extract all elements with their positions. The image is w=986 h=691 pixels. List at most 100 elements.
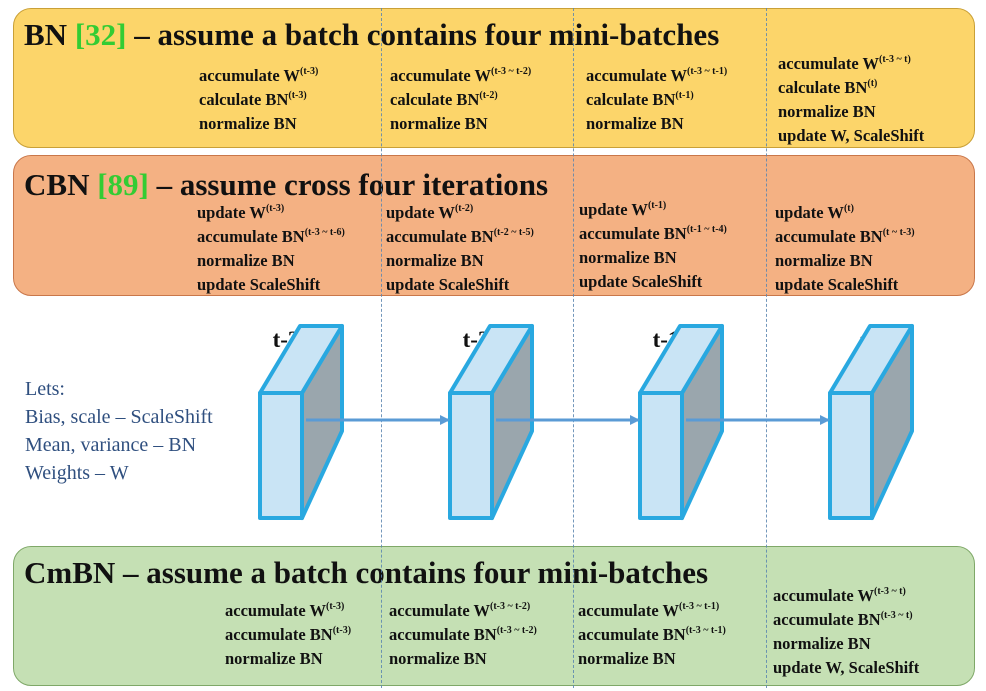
frame-front-face (258, 391, 304, 520)
feature-map-t-1 (638, 324, 724, 520)
step-line: accumulate W(t-3 ~ t-1) (586, 66, 728, 85)
cbn-citation: [89] (97, 167, 149, 202)
step-line: accumulate BN(t-1 ~ t-4) (579, 224, 727, 243)
legend-line: Mean, variance – BN (25, 434, 197, 456)
step-superscript: (t) (867, 78, 878, 89)
step-line: update ScaleShift (386, 275, 510, 294)
cbn-step-col-4: update W(t) accumulate BN(t ~ t-3) normali… (775, 201, 915, 297)
step-line: normalize BN (773, 634, 871, 653)
step-line: update W, ScaleShift (773, 658, 920, 677)
step-line: calculate BN(t) (778, 78, 878, 97)
step-line: normalize BN (389, 649, 487, 668)
step-line: update W(t-2) (386, 203, 474, 222)
frame-front-face (448, 391, 494, 520)
step-line: normalize BN (778, 102, 876, 121)
feature-map-t-2 (448, 324, 534, 520)
step-line: accumulate W(t-3 ~ t-1) (578, 601, 720, 620)
step-line: accumulate W(t-3) (199, 66, 319, 85)
step-line: calculate BN(t-1) (586, 90, 694, 109)
step-superscript: (t-1) (675, 90, 694, 101)
step-line: normalize BN (390, 114, 488, 133)
cmbn-panel: CmBN – assume a batch contains four mini… (13, 546, 975, 686)
step-superscript: (t-3) (325, 601, 345, 612)
frame-front-face (828, 391, 874, 520)
step-line: accumulate W(t-3 ~ t) (778, 54, 911, 73)
step-line: update ScaleShift (579, 272, 703, 291)
step-line: normalize BN (579, 248, 677, 267)
cbn-title: CBN [89] – assume cross four iterations (24, 167, 549, 202)
step-superscript: (t-3 ~ t-1) (686, 66, 728, 77)
step-superscript: (t-2) (479, 90, 498, 101)
step-line: accumulate W(t-3 ~ t-2) (390, 66, 532, 85)
step-superscript: (t-2 ~ t-5) (493, 227, 534, 238)
step-line: normalize BN (586, 114, 684, 133)
legend-heading: Lets: (25, 378, 65, 400)
step-line: accumulate W(t-3 ~ t-2) (389, 601, 531, 620)
cmbn-step-col-4: accumulate W(t-3 ~ t) accumulate BN(t-3 ~… (773, 584, 919, 680)
cmbn-step-col-2: accumulate W(t-3 ~ t-2) accumulate BN(t-3… (389, 599, 537, 671)
cbn-panel: CBN [89] – assume cross four iterations … (13, 155, 975, 296)
step-line: normalize BN (386, 251, 484, 270)
step-superscript: (t-3 ~ t) (873, 586, 906, 597)
column-divider (766, 8, 767, 688)
step-superscript: (t-3 ~ t-2) (489, 601, 531, 612)
bn-step-col-2: accumulate W(t-3 ~ t-2) calculate BN(t-2)… (390, 64, 531, 136)
legend-line: Weights – W (25, 462, 129, 484)
step-line: normalize BN (775, 251, 873, 270)
step-line: update W(t-1) (579, 200, 667, 219)
step-line: normalize BN (197, 251, 295, 270)
cmbn-title: CmBN – assume a batch contains four mini… (24, 555, 709, 590)
step-superscript: (t-3 ~ t-6) (304, 227, 345, 238)
feature-map-t-3 (258, 324, 344, 520)
step-superscript: (t-1) (647, 200, 667, 211)
step-line: normalize BN (578, 649, 676, 668)
bn-citation: [32] (74, 17, 127, 52)
step-line: normalize BN (199, 114, 297, 133)
step-line: update W, ScaleShift (778, 126, 925, 145)
column-divider (573, 8, 574, 688)
legend: Lets: Bias, scale – ScaleShift Mean, var… (25, 375, 213, 487)
bn-step-col-3: accumulate W(t-3 ~ t-1) calculate BN(t-1)… (586, 64, 727, 136)
step-superscript: (t-3 ~ t-2) (496, 625, 537, 636)
cmbn-step-col-3: accumulate W(t-3 ~ t-1) accumulate BN(t-3… (578, 599, 726, 671)
step-line: accumulate W(t-3 ~ t) (773, 586, 906, 605)
step-superscript: (t-3 ~ t-1) (685, 625, 726, 636)
step-line: accumulate BN(t-3 ~ t-1) (578, 625, 726, 644)
step-line: accumulate BN(t-3) (225, 625, 352, 644)
step-superscript: (t-3 ~ t-2) (490, 66, 532, 77)
step-line: update W(t) (775, 203, 854, 222)
step-line: calculate BN(t-3) (199, 90, 307, 109)
step-superscript: (t-3 ~ t) (880, 610, 913, 621)
cbn-step-col-1: update W(t-3)accumulate BN(t-3 ~ t-6)nor… (197, 201, 345, 297)
bn-step-col-4: accumulate W(t-3 ~ t) calculate BN(t) norm… (778, 52, 924, 148)
step-line: accumulate BN(t-3 ~ t) (773, 610, 913, 629)
step-superscript: (t) (843, 203, 854, 214)
step-line: update W(t-3) (197, 203, 285, 222)
bn-panel: BN [32] – assume a batch contains four m… (13, 8, 975, 148)
cmbn-step-col-1: accumulate W(t-3) accumulate BN(t-3) norma… (225, 599, 351, 671)
cbn-step-col-2: update W(t-2) accumulate BN(t-2 ~ t-5) nor… (386, 201, 534, 297)
feature-map-t (828, 324, 914, 520)
step-superscript: (t-2) (454, 203, 474, 214)
step-superscript: (t-3 ~ t-1) (678, 601, 720, 612)
step-line: calculate BN(t-2) (390, 90, 498, 109)
step-superscript: (t-3) (299, 66, 319, 77)
step-superscript: (t ~ t-3) (882, 227, 915, 238)
bn-step-col-1: accumulate W(t-3) calculate BN(t-3) normal… (199, 64, 318, 136)
step-line: accumulate BN(t-2 ~ t-5) (386, 227, 534, 246)
frame-front-face (638, 391, 684, 520)
step-line: accumulate BN(t-3 ~ t-2) (389, 625, 537, 644)
step-line: update ScaleShift (197, 275, 321, 294)
step-superscript: (t-3) (332, 625, 352, 636)
step-superscript: (t-3) (288, 90, 307, 101)
bn-title: BN [32] – assume a batch contains four m… (24, 17, 720, 52)
step-superscript: (t-3) (265, 203, 285, 214)
cbn-step-col-3: update W(t-1) accumulate BN(t-1 ~ t-4) nor… (579, 198, 727, 294)
step-line: accumulate W(t-3) (225, 601, 345, 620)
step-superscript: (t-1 ~ t-4) (686, 224, 727, 235)
step-line: update ScaleShift (775, 275, 899, 294)
step-line: normalize BN (225, 649, 323, 668)
step-line: accumulate BN(t ~ t-3) (775, 227, 915, 246)
step-superscript: (t-3 ~ t) (878, 54, 911, 65)
